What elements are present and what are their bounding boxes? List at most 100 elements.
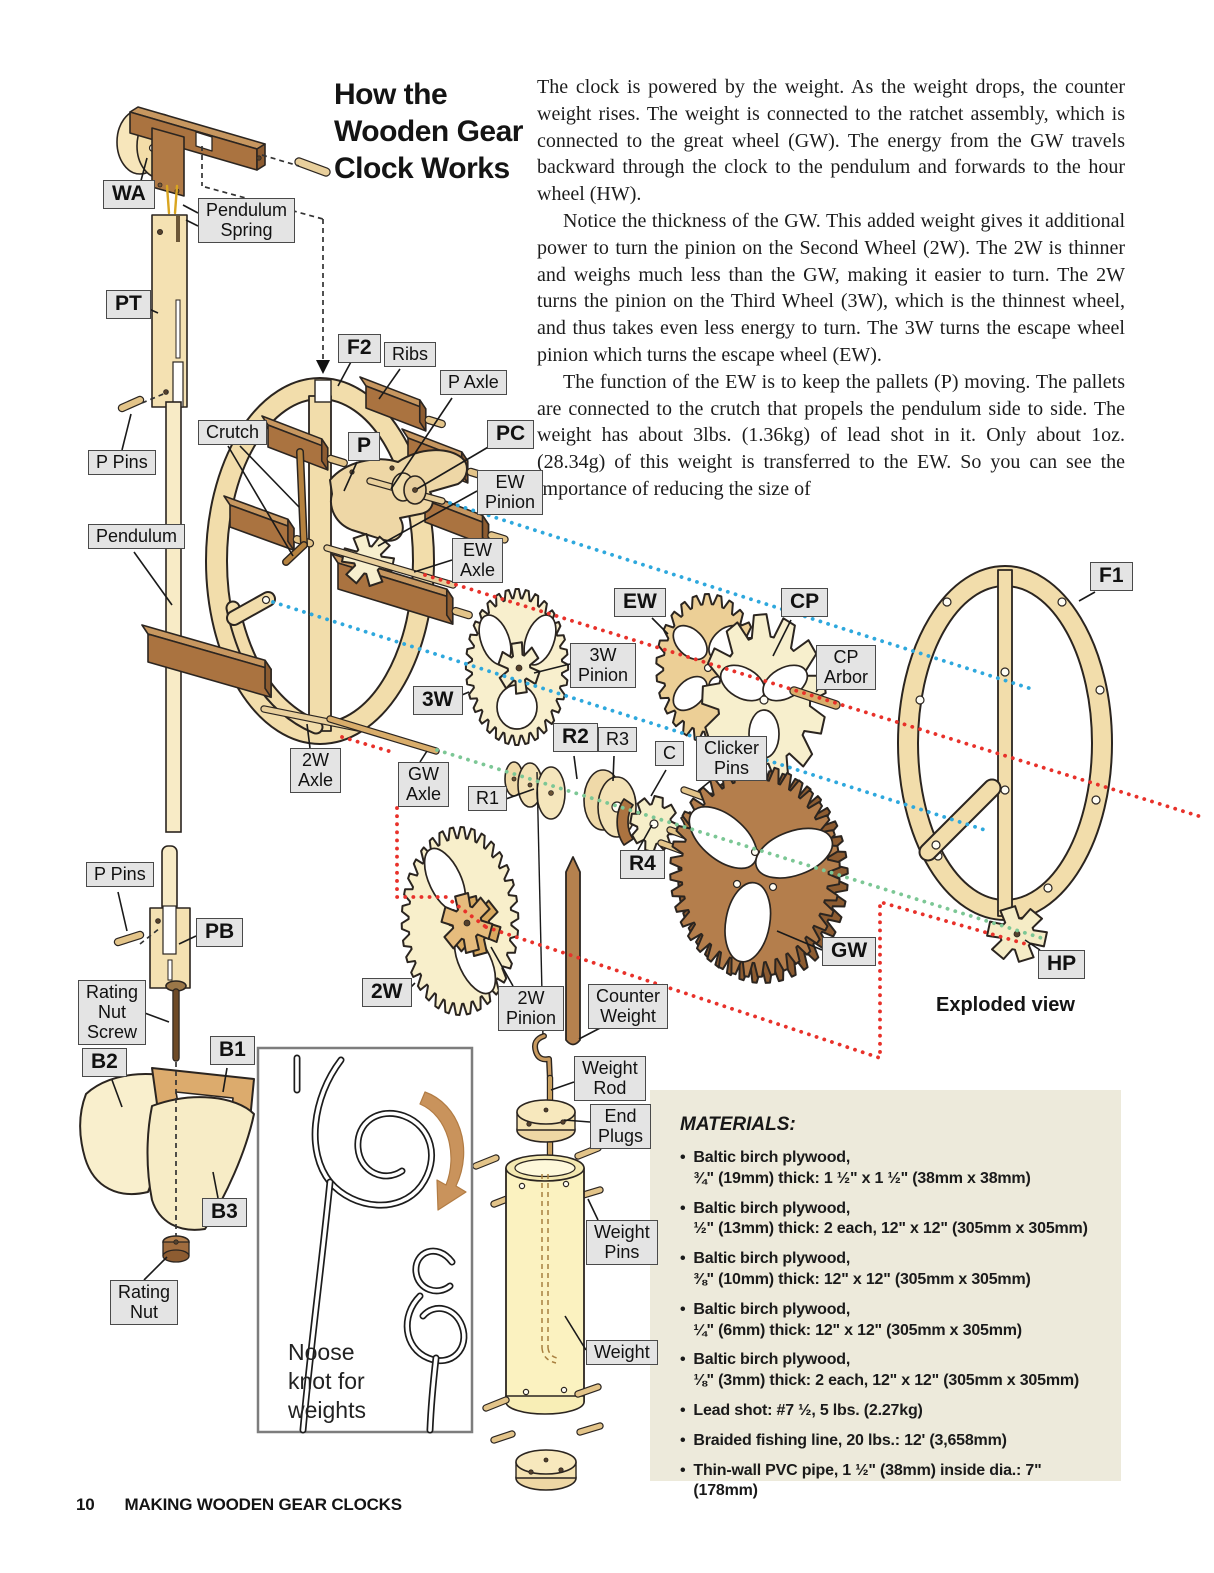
page-title: How the Wooden Gear Clock Works — [334, 76, 523, 187]
callout-label-2w: 2W — [362, 978, 412, 1007]
leader-line — [564, 1315, 587, 1351]
callout-label-3w: 3W — [413, 686, 463, 715]
callout-label-cp-arbor: CP Arbor — [816, 645, 877, 691]
callout-label-f1: F1 — [1090, 562, 1133, 591]
leader-line — [178, 935, 197, 945]
weight-pin — [575, 1145, 601, 1159]
end-plug-hole — [528, 1469, 534, 1475]
wheel-gw-cutout — [724, 881, 772, 963]
materials-heading: MATERIALS: — [680, 1114, 796, 1135]
wheel-gw-hole — [732, 879, 742, 889]
noose-knot-caption: Noose knot for weights — [288, 1339, 366, 1423]
frame-f1-arm-hole — [931, 840, 941, 850]
knot-rope — [405, 1294, 466, 1363]
frame-f1-hole — [1000, 785, 1010, 795]
exploded-view-caption: Exploded view — [936, 994, 1075, 1016]
leader-line — [212, 1171, 219, 1199]
leader-line — [227, 445, 294, 557]
materials-item-text: Thin-wall PVC pipe, 1 ½" (38mm) inside d… — [693, 1461, 1042, 1500]
noose-rope — [301, 1180, 332, 1432]
callout-label-2w-pinion: 2W Pinion — [498, 986, 565, 1032]
leader-line — [185, 219, 199, 227]
intro-text: The clock is powered by the weight. As t… — [537, 74, 1125, 503]
weight-tube-hole — [562, 1180, 570, 1188]
rib-beam — [445, 588, 454, 625]
rib-beam — [287, 518, 295, 552]
page-footer: 10 MAKING WOODEN GEAR CLOCKS — [76, 1495, 402, 1515]
callout-label-ribs: Ribs — [384, 342, 437, 368]
knot-rope — [414, 1249, 454, 1293]
weight-tube — [505, 1167, 585, 1403]
callout-label-r3: R3 — [598, 727, 638, 753]
construction-dashed-line — [204, 186, 324, 220]
construction-dashed-line — [261, 154, 300, 167]
leader-line — [111, 1079, 123, 1108]
materials-list: •Baltic birch plywood, ¾" (19mm) thick: … — [680, 1148, 1097, 1502]
weight-pin — [473, 1155, 499, 1169]
leader-line — [377, 490, 478, 547]
intro-paragraph: The clock is powered by the weight. As t… — [537, 76, 1125, 206]
materials-item-text: Baltic birch plywood, ½" (13mm) thick: 2… — [693, 1199, 1088, 1238]
callout-label-pb: PB — [196, 918, 244, 947]
rating-nut — [162, 1249, 190, 1263]
callout-label-b2: B2 — [82, 1048, 127, 1077]
leader-line — [533, 663, 571, 674]
rib-beam — [320, 438, 329, 471]
end-plug-hole — [543, 1107, 549, 1113]
crutch — [283, 542, 307, 565]
bullet-icon: • — [680, 1431, 686, 1449]
footer-book-title: MAKING WOODEN GEAR CLOCKS — [124, 1495, 403, 1514]
pt-board — [151, 214, 188, 408]
materials-item: •Thin-wall PVC pipe, 1 ½" (38mm) inside … — [680, 1461, 1097, 1503]
callout-label-pendulum-spring: Pendulum Spring — [198, 198, 296, 244]
bullet-icon: • — [680, 1250, 686, 1268]
wheel-cp-hole — [759, 695, 769, 705]
materials-item-text: Braided fishing line, 20 lbs.: 12' (3,65… — [693, 1431, 1007, 1449]
bullet-icon: • — [680, 1300, 686, 1318]
intro-paragraph: Notice the thickness of the GW. This add… — [537, 209, 1125, 366]
wa-screw — [157, 182, 163, 188]
callout-label-clicker-pins: Clicker Pins — [696, 736, 768, 782]
bullet-icon: • — [680, 1199, 686, 1217]
footer-page-number: 10 — [76, 1495, 95, 1514]
callout-label-r2: R2 — [553, 723, 598, 752]
p-pin — [115, 932, 143, 945]
pc-hole — [412, 487, 418, 493]
weight-tube-bottom — [505, 1395, 585, 1415]
callout-label-rating-nut: Rating Nut — [110, 1280, 179, 1326]
noose-rope — [313, 1058, 434, 1207]
callout-label-weight-rod: Weight Rod — [574, 1056, 646, 1102]
leader-line — [133, 551, 173, 606]
pt-slot — [176, 216, 180, 242]
materials-item-text: Baltic birch plywood, ⅛" (3mm) thick: 2 … — [693, 1351, 1079, 1390]
pt-slot — [175, 299, 181, 359]
callout-label-rating-nut-screw: Rating Nut Screw — [78, 980, 147, 1046]
materials-item-text: Baltic birch plywood, ¼" (6mm) thick: 12… — [693, 1300, 1022, 1339]
axis-centerline — [423, 573, 1207, 820]
leader-line — [390, 397, 453, 490]
callout-label-wa: WA — [103, 180, 155, 209]
leader-line — [143, 1256, 168, 1281]
rating-nut-hole — [173, 1239, 179, 1245]
materials-panel: MATERIALS: •Baltic birch plywood, ¾" (19… — [650, 1090, 1121, 1499]
callout-label-f2: F2 — [338, 334, 381, 363]
pendulum-spring-cord — [165, 184, 171, 215]
leader-line — [419, 750, 428, 763]
leader-line — [413, 559, 453, 573]
leader-line — [490, 946, 514, 987]
axis-centerline — [484, 899, 1028, 1061]
leader-line — [343, 461, 358, 492]
leader-line — [222, 1067, 228, 1093]
axis-centerline — [395, 806, 488, 929]
pt-hole — [156, 228, 163, 235]
pb-hole — [155, 918, 161, 924]
down-arrow-icon — [316, 360, 330, 374]
leader-line — [573, 755, 578, 780]
callout-label-ew-pinion: EW Pinion — [477, 470, 544, 516]
wa-pin — [295, 158, 330, 176]
construction-dashed-line — [141, 391, 169, 404]
leader-line — [182, 204, 199, 214]
wheel-ew-cutout — [672, 624, 708, 661]
leader-line — [1078, 591, 1096, 602]
